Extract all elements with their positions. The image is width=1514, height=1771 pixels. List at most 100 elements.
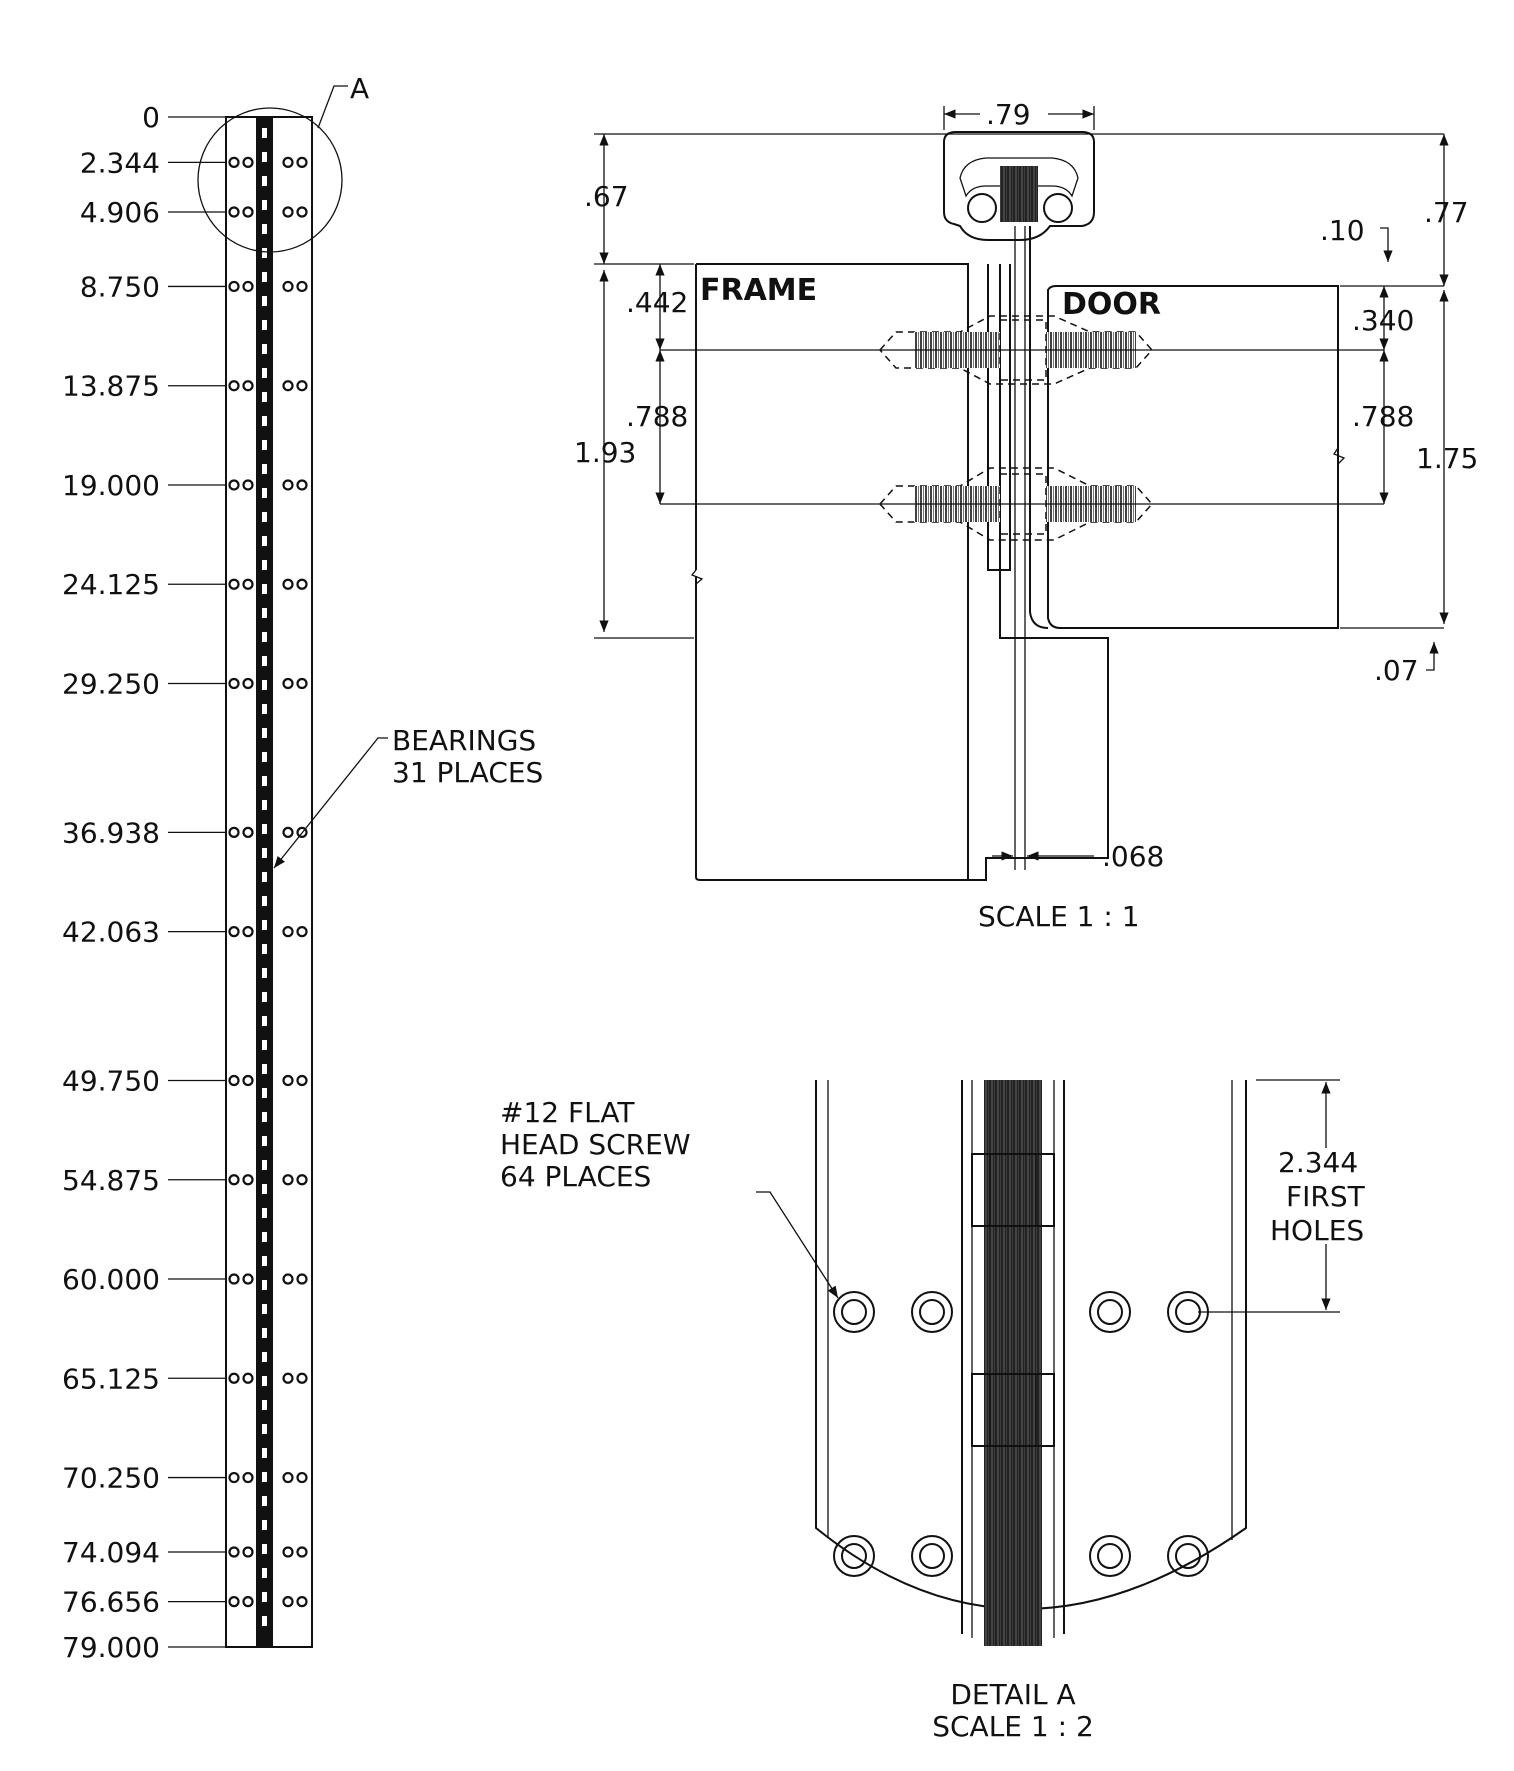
strip-screw-hole [228, 1372, 240, 1384]
strip-screw-hole [296, 1471, 308, 1484]
bearing-mark [262, 1400, 267, 1410]
frame-break-mark [690, 569, 704, 585]
bearing-mark [262, 416, 267, 426]
strip-tick-label: 8.750 [80, 270, 160, 303]
strip-screw-hole [296, 206, 308, 218]
screw-note-line2: HEAD SCREW [500, 1128, 691, 1161]
strip-screw-hole [242, 677, 254, 690]
first-holes-line2: FIRST [1286, 1180, 1366, 1213]
bearing-mark [262, 1184, 267, 1194]
strip-screw-hole [228, 926, 240, 938]
detail-a-view: #12 FLAT HEAD SCREW 64 PLACES 2.344 FIRS… [500, 1079, 1366, 1743]
strip-screw-hole [228, 1174, 240, 1186]
bearing-mark [262, 488, 267, 498]
bearing-mark [262, 320, 267, 330]
hinge-knuckle-profile [943, 131, 1095, 241]
bearing-mark [262, 1016, 267, 1026]
detail-screw-hole [1089, 1535, 1131, 1577]
dim-007: .07 [1374, 654, 1419, 687]
bearing-mark [262, 296, 267, 306]
section-scale-label: SCALE 1 : 1 [978, 900, 1140, 933]
detail-screw-hole [1175, 1543, 1201, 1569]
detail-title: DETAIL A [950, 1678, 1075, 1711]
detail-bearing-lower [971, 1373, 1055, 1447]
strip-screw-hole [282, 479, 294, 491]
detail-a-leader [317, 85, 348, 129]
bearing-mark [262, 920, 267, 930]
detail-pin-knuckle [984, 1080, 1042, 1646]
strip-screw-hole [228, 578, 240, 590]
strip-screw-hole [282, 677, 294, 690]
bearing-mark [262, 248, 267, 258]
dim-193: 1.93 [574, 436, 636, 469]
strip-screw-hole [242, 1471, 254, 1484]
bearing-mark [262, 824, 267, 834]
strip-tick-label: 49.750 [62, 1065, 160, 1098]
bearing-mark [262, 1208, 267, 1218]
strip-screw-hole [242, 926, 254, 938]
strip-screw-hole [296, 677, 308, 690]
bearing-mark [262, 632, 267, 642]
strip-tick-label: 0 [142, 101, 160, 134]
bearing-mark [262, 656, 267, 666]
strip-screw-hole [228, 1471, 240, 1484]
door-label: DOOR [1062, 287, 1161, 322]
bearing-mark [262, 968, 267, 978]
strip-screw-hole [296, 1273, 308, 1285]
strip-tick-label: 13.875 [62, 370, 160, 403]
detail-screw-hole [833, 1291, 875, 1333]
frame-label: FRAME [700, 273, 817, 308]
dim-0788-left: .788 [626, 400, 688, 433]
bearing-mark [262, 1040, 267, 1050]
strip-screw-hole [296, 1074, 308, 1087]
bearing-mark [262, 464, 267, 474]
screw-note-leader [756, 1191, 839, 1299]
door-leaf-return [1029, 226, 1049, 629]
bearing-mark [262, 536, 267, 546]
section-view: FRAME DOOR .79 .67 1.93 .442 .788 .77 1.… [574, 98, 1478, 933]
strip-screw-hole [282, 156, 294, 168]
bearings-leader [273, 737, 388, 869]
detail-screw-hole [919, 1543, 945, 1569]
strip-screw-hole [228, 206, 240, 218]
door-leaf-outline [1047, 285, 1339, 629]
strip-tick-label: 70.250 [62, 1462, 160, 1495]
strip-screw-hole [282, 926, 294, 938]
strip-tick-label: 29.250 [62, 667, 160, 700]
strip-screw-hole [242, 479, 254, 491]
strip-screw-hole [296, 1596, 308, 1608]
bearing-mark [262, 1544, 267, 1554]
strip-screw-hole [282, 1174, 294, 1186]
bearing-mark [262, 992, 267, 1002]
dim-0068: .068 [1102, 840, 1164, 873]
bearing-mark [262, 560, 267, 570]
strip-tick-label: 19.000 [62, 469, 160, 502]
bearing-mark [262, 1568, 267, 1578]
strip-screw-hole [296, 280, 308, 293]
strip-tick-label: 2.344 [80, 146, 160, 179]
knuckle-gear-teeth [1000, 166, 1038, 222]
bearing-mark [262, 512, 267, 522]
detail-screw-hole [1097, 1543, 1123, 1569]
strip-screw-hole [242, 1074, 254, 1087]
bearing-mark [262, 368, 267, 378]
bearing-mark [262, 1616, 267, 1626]
dim-0340: .340 [1352, 304, 1414, 337]
strip-screw-hole [282, 1596, 294, 1608]
bearing-mark [262, 584, 267, 594]
dim-010: .10 [1320, 214, 1365, 247]
strip-tick-label: 74.094 [62, 1536, 160, 1569]
bearing-mark [262, 224, 267, 234]
bearing-mark [262, 152, 267, 162]
bearing-marks [262, 128, 267, 1626]
bearing-mark [262, 1448, 267, 1458]
strip-screw-hole [228, 1074, 240, 1087]
frame-leaf-return [987, 264, 1011, 571]
detail-screw-hole [833, 1535, 875, 1577]
strip-screw-hole [228, 677, 240, 690]
strip-screw-hole [242, 380, 254, 392]
strip-tick-label: 24.125 [62, 568, 160, 601]
strip-screw-hole [282, 578, 294, 590]
strip-screw-hole [242, 1372, 254, 1384]
